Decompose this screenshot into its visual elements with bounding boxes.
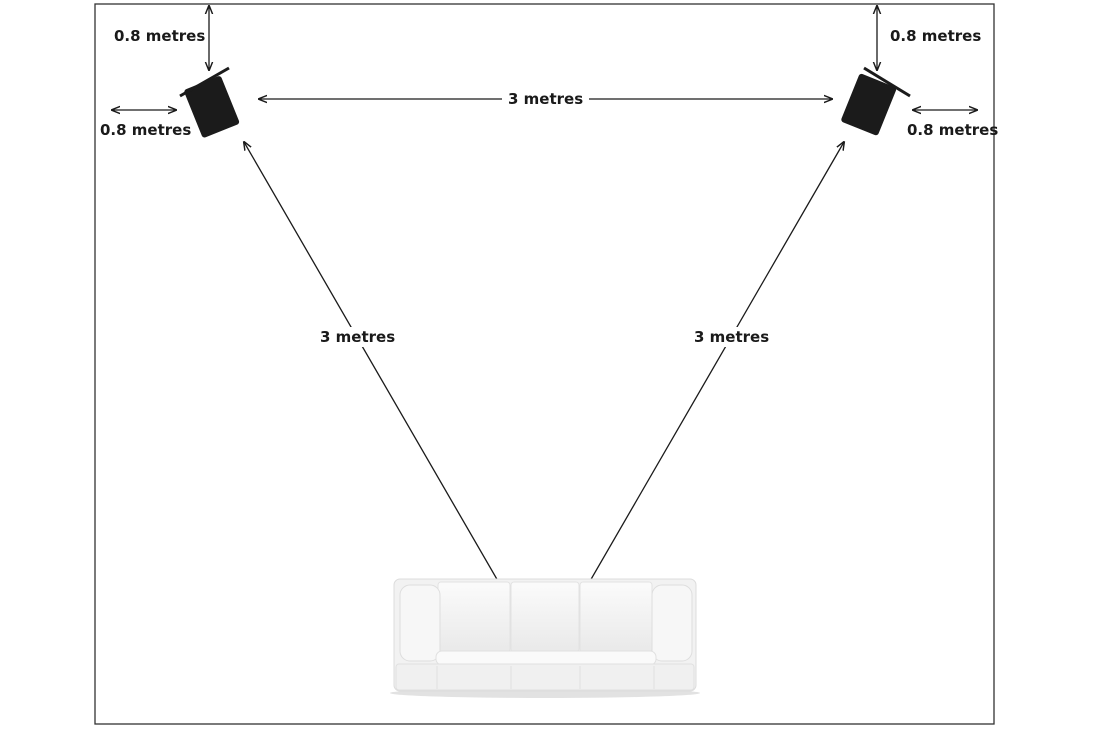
- right-speaker: [841, 66, 911, 136]
- arrow-left-speaker-to-listener: [244, 142, 535, 645]
- label-right-side-gap: 0.8 metres: [907, 121, 999, 139]
- label-left-speaker-to-listener: 3 metres: [314, 327, 402, 347]
- room-outline: [94, 3, 995, 725]
- label-left-side-gap: 0.8 metres: [100, 121, 192, 139]
- arrow-right-speaker-to-listener: [553, 142, 844, 645]
- sofa: [390, 578, 700, 698]
- left-speaker: [179, 66, 240, 138]
- label-right-speaker-to-listener: 3 metres: [688, 327, 776, 347]
- label-right-top-gap: 0.8 metres: [890, 27, 982, 45]
- label-speaker-to-speaker: 3 metres: [502, 89, 590, 109]
- label-left-top-gap: 0.8 metres: [114, 27, 206, 45]
